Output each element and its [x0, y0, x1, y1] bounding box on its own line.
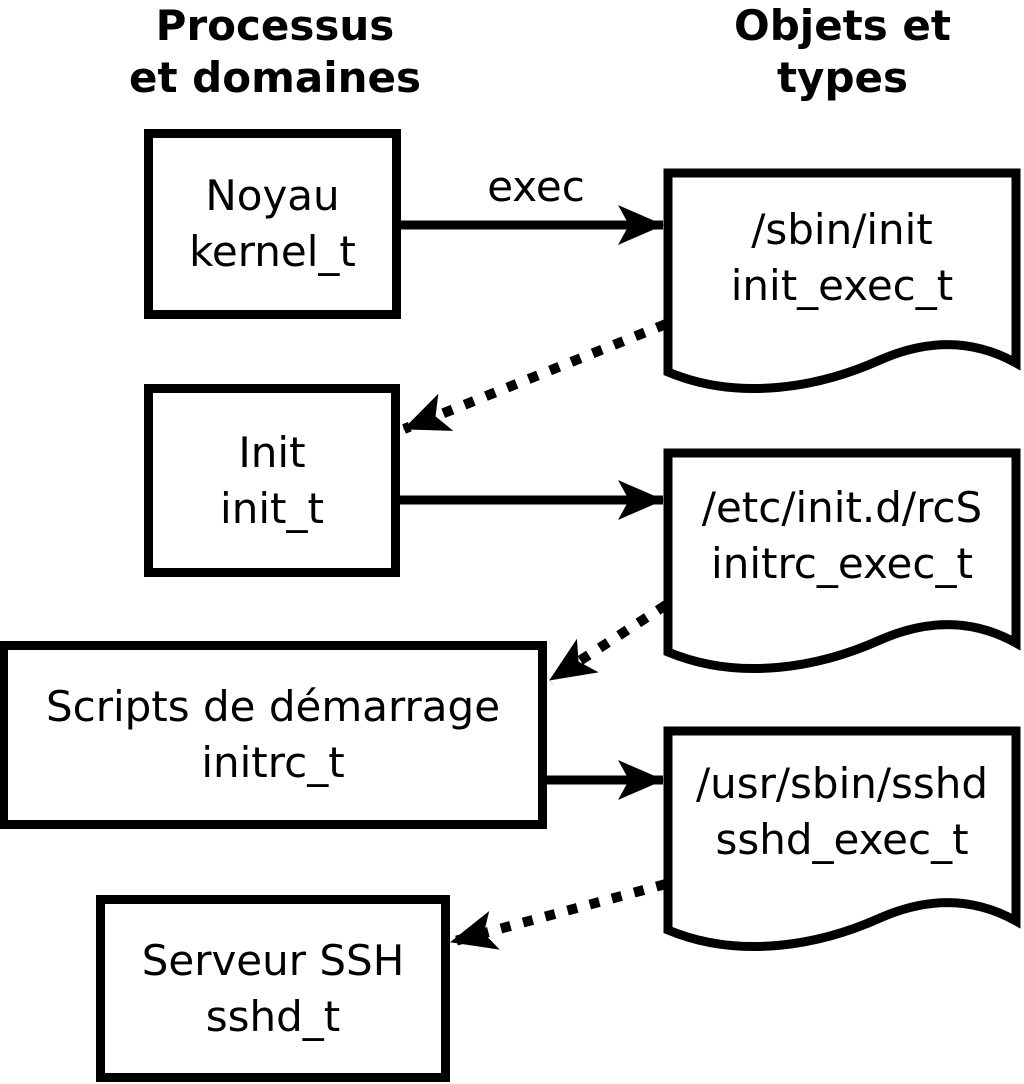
column-header-objects: Objets et types	[734, 1, 951, 102]
process-box-init: Init init_t	[144, 384, 400, 577]
process-box-init-label: Init init_t	[220, 427, 324, 533]
process-box-sshd-label: Serveur SSH sshd_t	[141, 935, 405, 1041]
document-shape-init-exec	[663, 168, 1021, 394]
document-label-init-exec: /sbin/init init_exec_t	[730, 205, 954, 310]
transition-arrow-to-initrc	[547, 600, 669, 685]
document-label-sshd-exec: /usr/sbin/sshd sshd_exec_t	[695, 759, 989, 864]
document-shape-sshd-exec	[663, 726, 1021, 952]
exec-arrow-label: exec	[487, 162, 585, 211]
process-box-initrc-label: Scripts de démarrage initrc_t	[45, 682, 501, 787]
column-header-processes: Processus et domaines	[129, 1, 421, 102]
document-shape-initrc-exec	[663, 448, 1021, 674]
process-box-kernel-label: Noyau kernel_t	[189, 171, 356, 276]
process-box-kernel: Noyau kernel_t	[144, 129, 401, 319]
process-box-initrc: Scripts de démarrage initrc_t	[0, 641, 547, 829]
transition-arrow-to-sshd	[449, 879, 668, 950]
process-box-sshd: Serveur SSH sshd_t	[96, 895, 450, 1082]
document-label-initrc-exec: /etc/init.d/rcS initrc_exec_t	[701, 483, 983, 588]
transition-arrow-to-init	[402, 319, 668, 434]
